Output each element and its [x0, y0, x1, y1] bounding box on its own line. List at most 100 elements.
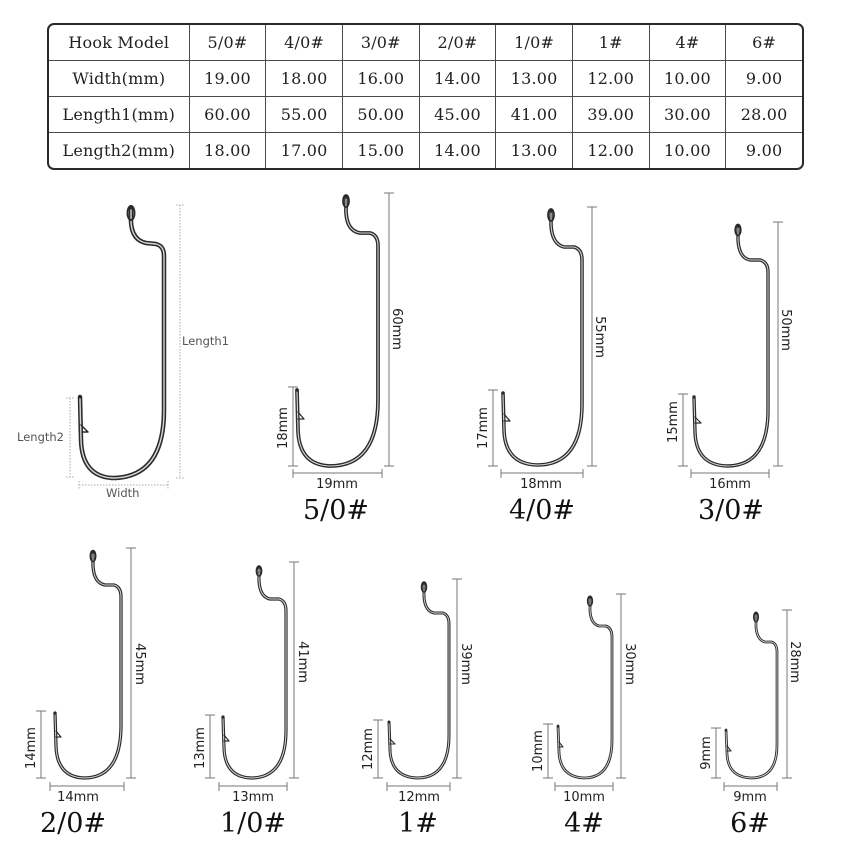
- table-cell: 9.00: [745, 141, 783, 160]
- header-model: 4/0#: [266, 25, 343, 61]
- hook-size-label: 1/0#: [220, 808, 286, 839]
- table-cell: 9.00: [726, 61, 802, 97]
- hook-2-0: 45mm 14mm 14mm 2/0#: [24, 547, 147, 839]
- hook-size-label: 1#: [398, 808, 438, 839]
- hook-6: 28mm 9mm 9mm 6#: [699, 609, 802, 839]
- width-value: 13mm: [232, 790, 274, 805]
- table-cell: 55.00: [266, 97, 343, 133]
- length1-value: 41mm: [295, 641, 310, 683]
- hook-icon: [556, 595, 614, 780]
- table-cell: 39.00: [572, 97, 650, 133]
- length1-value: 55mm: [592, 316, 607, 358]
- hook-size-label: 3/0#: [698, 495, 764, 526]
- table-cell: 13.00: [496, 133, 573, 168]
- width-value: 12mm: [398, 790, 440, 805]
- hook-icon: [295, 194, 380, 468]
- hook-size-label: 4/0#: [509, 495, 575, 526]
- header-model: 2/0#: [419, 25, 497, 61]
- width-dimension: [49, 782, 125, 791]
- length2-label: Length2: [17, 430, 64, 444]
- length1-value: 28mm: [787, 641, 802, 683]
- length2-dimension: [373, 719, 383, 779]
- length1-label: Length1: [182, 334, 229, 348]
- header-model: 5/0#: [189, 25, 267, 61]
- row-label: Length2(mm): [49, 133, 190, 168]
- width-value: 14mm: [57, 790, 99, 805]
- table-cell: 10.00: [649, 61, 727, 97]
- length1-value: 50mm: [778, 309, 793, 351]
- hook-5-0: 60mm 18mm 19mm 5/0#: [276, 192, 404, 526]
- width-value: 16mm: [709, 477, 751, 492]
- table-cell: 12.00: [573, 133, 650, 168]
- length2-value: 15mm: [666, 401, 681, 443]
- length2-dimension: [678, 393, 688, 467]
- length1-value: 39mm: [458, 643, 473, 685]
- table-cell: 50.00: [342, 97, 420, 133]
- length2-value: 18mm: [276, 407, 291, 449]
- width-value: 9mm: [733, 790, 767, 805]
- hook-size-label: 4#: [564, 808, 604, 839]
- table-cell: 18.00: [266, 61, 343, 97]
- hook-1-0: 41mm 13mm 13mm 1/0#: [193, 561, 310, 839]
- table-cell: 19.00: [189, 61, 267, 97]
- hook-size-label: 5/0#: [303, 495, 369, 526]
- table-cell: 30.00: [649, 97, 727, 133]
- table-cell: 13.00: [496, 61, 573, 97]
- length2-dimension: [205, 714, 215, 779]
- table-cell: 41.00: [496, 97, 573, 133]
- header-model: 4#: [649, 25, 727, 61]
- table-cell: 12.00: [572, 61, 650, 97]
- length2-value: 14mm: [24, 727, 39, 769]
- header-model: 6#: [726, 25, 802, 61]
- hook-4: 30mm 10mm 10mm 4#: [531, 593, 637, 839]
- row-label: Width(mm): [49, 61, 190, 97]
- diagram-hook: Length1 Length2 Width: [17, 204, 229, 500]
- hook-icon: [692, 223, 770, 468]
- length1-dimension: [126, 547, 136, 779]
- table-cell: 28.00: [726, 97, 802, 133]
- header-hook-model: Hook Model: [49, 25, 190, 61]
- hook-size-label: 6#: [730, 808, 770, 839]
- length2-dimension: [488, 389, 498, 467]
- length1-value: 45mm: [132, 643, 147, 685]
- width-dimension: [292, 469, 383, 478]
- hook-icon: [501, 208, 584, 467]
- hook-4-0: 55mm 17mm 18mm 4/0#: [476, 206, 607, 526]
- header-model: 3/0#: [342, 25, 420, 61]
- length1-dimension: [176, 204, 184, 479]
- length2-value: 10mm: [531, 730, 546, 772]
- length1-value: 30mm: [622, 643, 637, 685]
- length2-dimension: [543, 723, 553, 779]
- width-dimension: [78, 481, 169, 489]
- length2-dimension: [36, 710, 46, 779]
- table-cell: 60.00: [189, 97, 267, 133]
- hook-icon: [221, 565, 288, 780]
- width-dimension: [218, 782, 288, 791]
- length1-dimension: [289, 561, 299, 779]
- hook-size-label: 2/0#: [40, 808, 106, 839]
- length1-dimension: [782, 609, 792, 779]
- length2-value: 17mm: [476, 407, 491, 449]
- table-cell: 15.00: [343, 133, 420, 168]
- table-cell: 18.00: [190, 133, 267, 168]
- hook-icon: [53, 549, 123, 780]
- length1-dimension: [587, 206, 597, 467]
- table-cell: 45.00: [419, 97, 497, 133]
- table-row-length1: Length1(mm) 60.00 55.00 50.00 45.00 41.0…: [49, 97, 802, 133]
- hook-spec-table: Hook Model 5/0# 4/0# 3/0# 2/0# 1/0# 1# 4…: [47, 23, 804, 170]
- table-row-width: Width(mm) 19.00 18.00 16.00 14.00 13.00 …: [49, 61, 802, 97]
- table-cell: 17.00: [266, 133, 343, 168]
- table-cell: 14.00: [419, 61, 497, 97]
- length2-value: 12mm: [361, 728, 376, 770]
- length2-value: 13mm: [193, 727, 208, 769]
- table-cell: 14.00: [420, 133, 497, 168]
- width-dimension: [723, 782, 778, 791]
- length2-value: 9mm: [699, 736, 714, 770]
- length1-dimension: [616, 593, 626, 779]
- row-label: Length1(mm): [49, 97, 190, 133]
- length2-dimension: [66, 397, 74, 478]
- width-dimension: [554, 782, 614, 791]
- width-dimension: [386, 782, 451, 791]
- width-dimension: [690, 469, 770, 478]
